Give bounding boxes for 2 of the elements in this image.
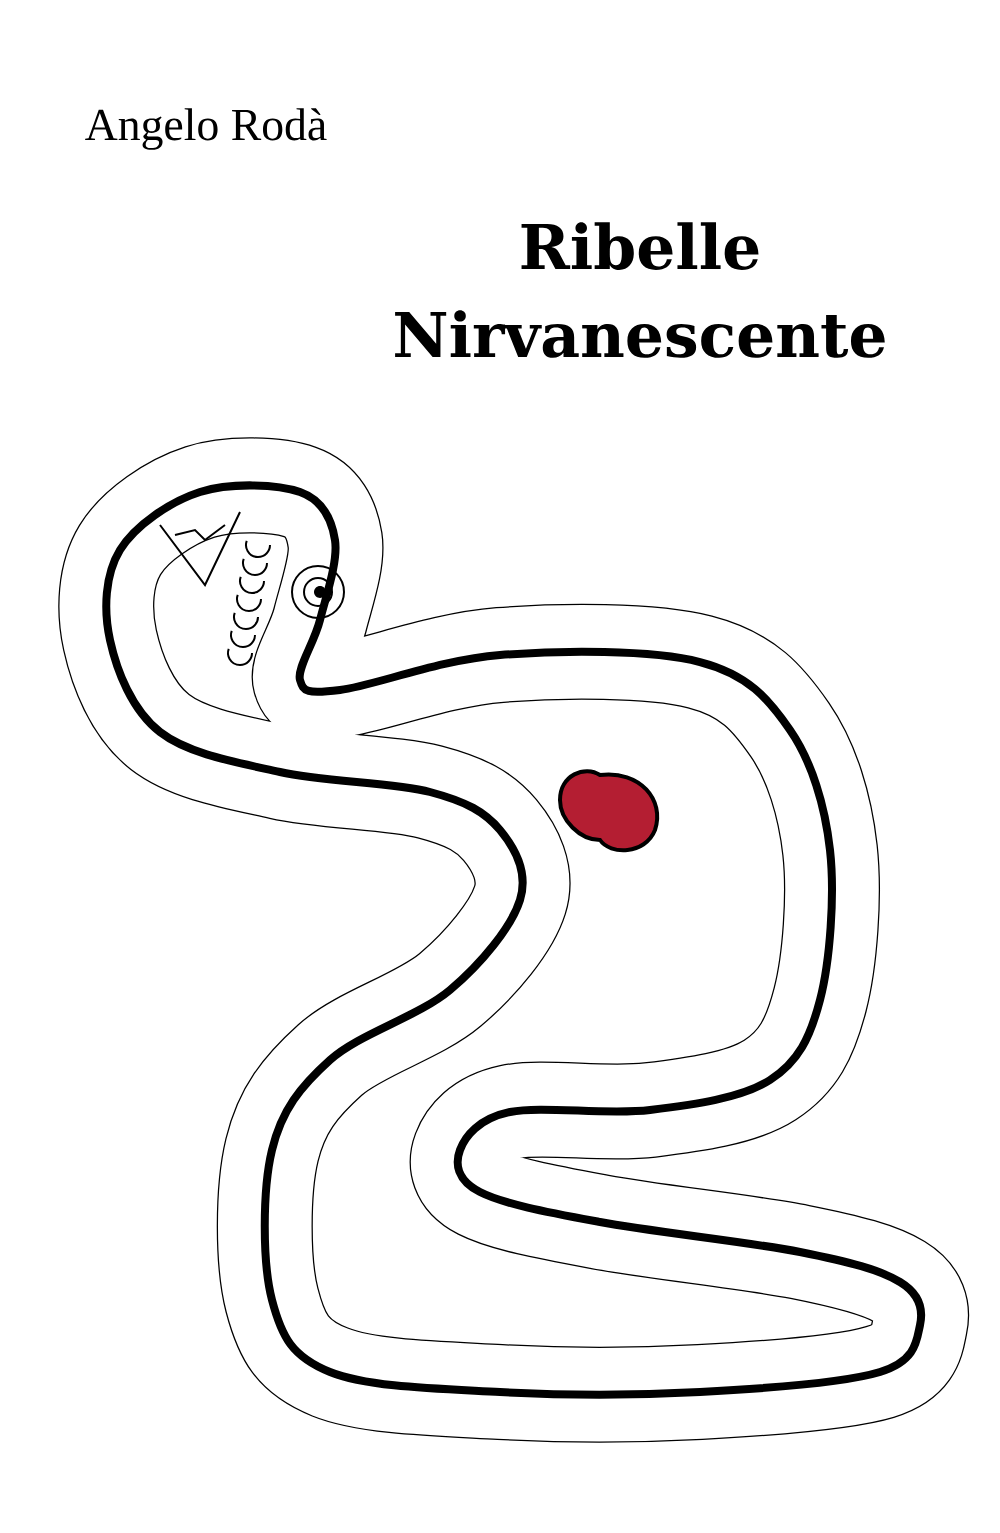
author-name: Angelo Rodà: [85, 108, 327, 150]
book-title: Ribelle Nirvanescente: [395, 222, 885, 358]
